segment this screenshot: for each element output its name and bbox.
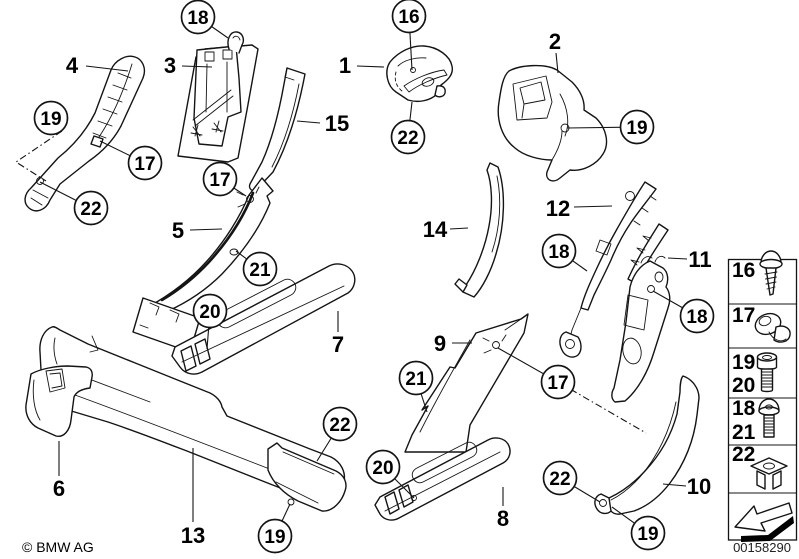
balloon-22-15[interactable] [542,460,578,496]
part-label-3[interactable]: 3 [164,53,176,78]
fastener-legend: 16 17 19 20 18 21 22 [727,250,798,542]
legend-label-18: 18 [732,397,756,420]
balloon-19-16[interactable] [630,515,666,551]
part-3-drawing [177,31,259,163]
balloon-18-0-num: 18 [187,8,208,29]
balloon-22-17[interactable] [322,406,358,442]
part-8-drawing [374,437,511,521]
part-label-14[interactable]: 14 [423,217,448,242]
direction-arrow-icon [734,502,794,542]
balloon-22-4[interactable] [73,190,109,226]
part-label-7[interactable]: 7 [332,332,344,357]
balloon-21-6[interactable] [242,251,278,287]
balloon-17-5[interactable] [202,161,238,197]
part-label-12-leader [573,205,613,208]
part-6-drawing [25,365,93,437]
part-label-3-leader [181,65,213,68]
cylinder-head-bolt-icon [756,352,778,393]
balloon-22-17-num: 22 [329,415,350,436]
balloon-20-7[interactable] [192,293,228,329]
balloon-19-9[interactable] [619,109,655,145]
cage-nut-icon [750,457,788,490]
legend-label-19: 19 [732,351,755,374]
balloon-17-5-num: 17 [209,170,230,191]
balloon-19-2-num: 19 [40,109,61,130]
part-label-1[interactable]: 1 [339,53,351,78]
part-label-5-leader [189,228,223,231]
tapping-screw-icon [759,250,783,296]
legend-label-17: 17 [732,304,755,327]
balloon-20-14-num: 20 [372,458,393,479]
part-5-drawing [132,177,274,353]
part-label-2-leader [555,52,559,74]
balloon-19-2[interactable] [33,100,69,136]
part-label-4[interactable]: 4 [66,53,79,78]
part-14-drawing [454,162,505,298]
part-label-10[interactable]: 10 [687,474,711,499]
balloon-18-0[interactable] [180,0,216,35]
part-11-drawing [611,223,671,403]
legend-label-22: 22 [732,443,755,466]
catalog-number: 00158290 [733,540,791,555]
part-label-4-leader [85,65,129,72]
part-label-11-leader [667,257,688,260]
balloon-17-3[interactable] [127,145,163,181]
expanding-nut-icon [754,312,791,343]
legend-dividers [728,303,797,494]
balloon-22-4-num: 22 [80,199,101,220]
part-12-drawing [559,181,657,358]
balloon-18-10[interactable] [541,233,577,269]
balloon-21-6-num: 21 [249,260,271,281]
part-label-9[interactable]: 9 [434,331,446,356]
balloon-19-leader [14,130,63,182]
part-2-drawing [497,64,608,182]
legend-label-20: 20 [732,374,755,397]
part-4-drawing [24,55,146,212]
balloon-19-18[interactable] [257,518,293,554]
balloon-17-3-num: 17 [134,154,155,175]
balloon-18-11-num: 18 [686,307,707,328]
balloon-19-9-num: 19 [626,118,647,139]
balloon-21-13-num: 21 [405,369,427,390]
balloon-20-14[interactable] [365,449,401,485]
balloon-22-8[interactable] [390,119,426,155]
balloon-18-11[interactable] [679,298,715,334]
part-label-14-leader [449,227,469,230]
part-label-13[interactable]: 13 [181,523,205,548]
balloon-20-7-num: 20 [199,302,220,323]
balloon-17-12-num: 17 [547,373,568,394]
bmw-copyright: © BMW AG [22,539,94,555]
part-label-5[interactable]: 5 [172,218,184,243]
balloon-21-13[interactable] [398,360,434,396]
button-head-screw-icon [758,398,780,438]
legend-label-16: 16 [732,259,755,282]
part-label-8[interactable]: 8 [497,506,509,531]
part-label-12[interactable]: 12 [546,196,570,221]
part-label-6[interactable]: 6 [53,476,65,501]
balloon-16-1[interactable] [391,0,427,34]
balloon-19-16-num: 19 [637,524,658,545]
balloon-16-1-num: 16 [398,7,419,28]
legend-label-21: 21 [732,421,756,444]
part-1-drawing [386,45,454,103]
part-label-1-leader [356,65,385,68]
part-label-15-leader [296,120,321,124]
part-label-15[interactable]: 15 [325,111,349,136]
part-10-drawing [594,375,700,515]
balloon-19-18-num: 19 [264,527,285,548]
balloon-18-10-num: 18 [548,242,569,263]
part-label-2[interactable]: 2 [549,29,561,54]
balloon-22-8-num: 22 [397,128,418,149]
part-label-11[interactable]: 11 [688,247,711,272]
part-label-10-leader [662,483,687,487]
part-9-drawing [404,313,529,453]
balloon-22-15-num: 22 [549,469,570,490]
balloon-17-12[interactable] [540,364,576,400]
